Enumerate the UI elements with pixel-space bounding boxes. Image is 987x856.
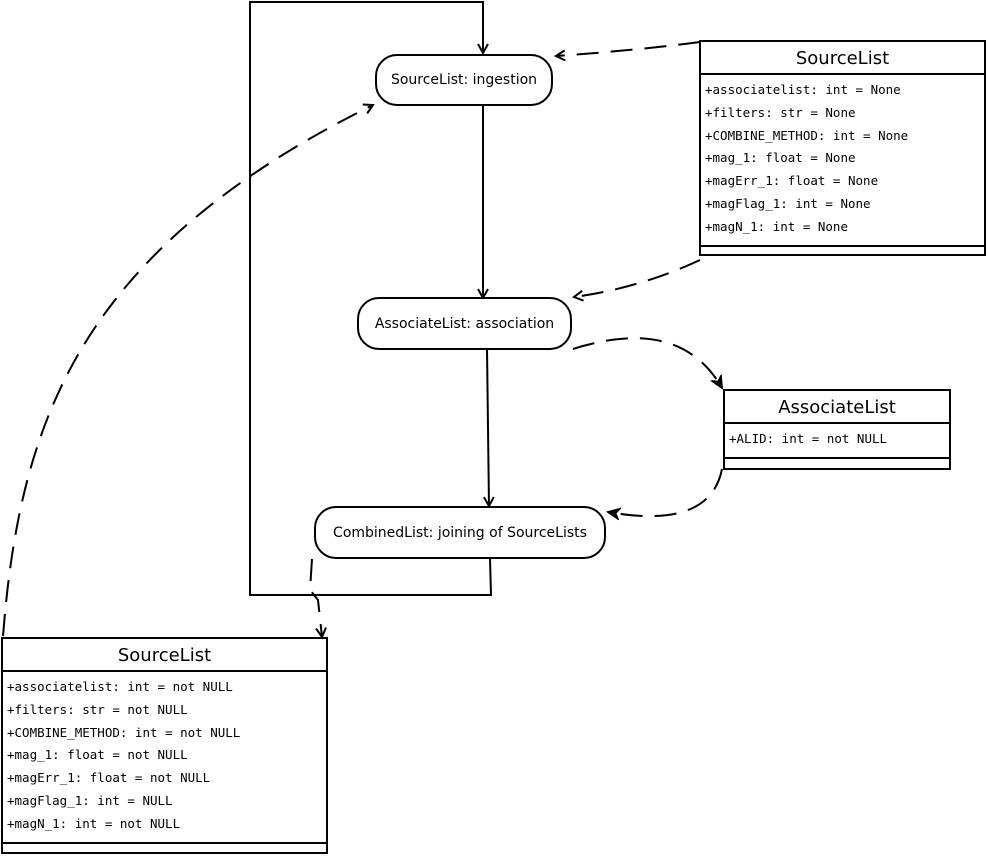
attribute: +magN_1: int = not NULL: [7, 815, 181, 831]
flow-association-to-joining: [487, 348, 489, 506]
action-association: AssociateList: association: [357, 297, 572, 350]
action-ingestion: SourceList: ingestion: [375, 54, 553, 106]
flow-loop-back-to-ingestion: [249, 1, 493, 596]
attribute: +magErr_1: float = not NULL: [7, 770, 211, 786]
attribute: +associatelist: int = None: [705, 82, 901, 97]
action-ingestion-label: SourceList: ingestion: [390, 72, 538, 88]
objectflow-sourcelist-to-association: [574, 259, 701, 297]
attribute: +COMBINE_METHOD: int = not NULL: [7, 724, 241, 740]
class-title: SourceList: [3, 639, 326, 672]
objectflow-sourcelist-to-ingestion: [556, 41, 701, 56]
action-association-label: AssociateList: association: [374, 315, 555, 332]
attribute: +magErr_1: float = None: [705, 173, 879, 189]
class-sourcelist-combined: SourceList +associatelist: int = not NUL…: [1, 637, 328, 854]
class-operations: [3, 844, 326, 852]
class-operations: [701, 247, 984, 255]
attribute: +mag_1: float = not NULL: [7, 747, 188, 763]
action-joining-label: CombinedList: joining of SourceLists: [333, 524, 587, 541]
attribute: +mag_1: float = None: [705, 150, 856, 166]
class-attributes: +ALID: int = not NULL: [725, 424, 949, 459]
class-associatelist: AssociateList +ALID: int = not NULL: [723, 389, 951, 470]
class-sourcelist-initial: SourceList +associatelist: int = None +f…: [699, 40, 986, 256]
objectflow-sourcelist-to-ingestion-loop: [2, 105, 373, 637]
class-title: SourceList: [701, 42, 984, 75]
attribute: +filters: str = None: [705, 104, 856, 120]
attribute: +COMBINE_METHOD: int = None: [705, 127, 909, 143]
objectflow-associatelist-to-joining: [608, 468, 723, 516]
attribute: +magN_1: int = None: [705, 218, 848, 234]
objectflow-joining-to-sourcelist: [308, 558, 322, 637]
attribute: +magFlag_1: int = None: [705, 195, 871, 211]
attribute: +magFlag_1: int = NULL: [7, 792, 173, 808]
class-attributes: +associatelist: int = None +filters: str…: [701, 75, 984, 247]
action-joining: CombinedList: joining of SourceLists: [314, 506, 606, 559]
attribute: +associatelist: int = not NULL: [7, 679, 233, 694]
objectflow-association-to-associatelist: [572, 337, 722, 388]
class-attributes: +associatelist: int = not NULL +filters:…: [3, 672, 326, 844]
class-title: AssociateList: [725, 391, 949, 424]
class-operations: [725, 459, 949, 467]
attribute: +filters: str = not NULL: [7, 701, 188, 717]
attribute: +ALID: int = not NULL: [729, 431, 888, 446]
